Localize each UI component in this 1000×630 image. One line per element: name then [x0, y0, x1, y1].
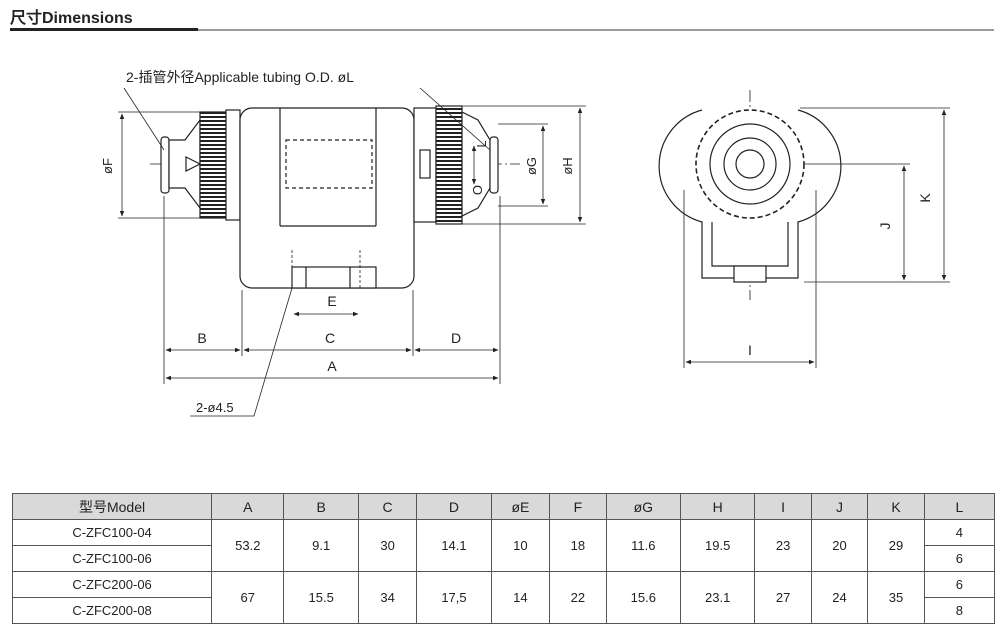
value-G: 11.6 [605, 519, 681, 572]
dim-E-label: E [327, 293, 336, 309]
header-A: A [211, 493, 285, 520]
value-B: 15.5 [283, 571, 359, 624]
value-I: 27 [754, 571, 812, 624]
header-C: C [357, 493, 418, 520]
value-K: 35 [867, 571, 925, 624]
value-L: 4 [923, 519, 996, 546]
value-A: 53.2 [211, 519, 285, 572]
header-D: D [416, 493, 492, 520]
header-G: øG [605, 493, 681, 520]
title-rule-extension [198, 29, 994, 31]
base-slot [291, 266, 377, 289]
header-model: 型号Model [11, 493, 213, 520]
dim-F-label: øF [100, 158, 115, 174]
side-view [658, 90, 950, 368]
value-E: 14 [490, 571, 551, 624]
value-J: 24 [810, 571, 869, 624]
section-title: 尺寸Dimensions [10, 10, 133, 27]
left-nut-collar [225, 109, 241, 221]
value-L: 8 [923, 597, 996, 624]
value-B: 9.1 [283, 519, 359, 572]
side-base-block [733, 265, 767, 283]
header-E: øE [490, 493, 551, 520]
right-knurled-nut [435, 105, 463, 225]
value-C: 30 [357, 519, 418, 572]
table-row: C-ZFC100-04 53.2 9.1 30 14.1 10 18 11.6 … [11, 519, 996, 572]
value-J: 20 [810, 519, 869, 572]
front-view [118, 87, 586, 417]
value-C: 34 [357, 571, 418, 624]
value-F: 18 [549, 519, 607, 572]
left-arrow-mark [185, 156, 202, 172]
header-F: F [549, 493, 607, 520]
dim-I-label: I [748, 342, 752, 358]
value-D: 17,5 [416, 571, 492, 624]
dimension-drawing: 2-插管外径Applicable tubing O.D. øL 2-ø4.5 ø… [100, 69, 950, 417]
dim-C-label: C [325, 330, 335, 346]
right-collet [461, 111, 491, 217]
model-cell: C-ZFC200-08 [11, 597, 213, 624]
dim-H-label: øH [560, 157, 575, 174]
right-tube-stop [489, 136, 499, 194]
header-I: I [754, 493, 812, 520]
left-tube-stop [160, 136, 170, 194]
dim-G-label: øG [524, 157, 539, 175]
dim-B-label: B [197, 330, 206, 346]
main-body [239, 107, 415, 289]
header-H: H [679, 493, 756, 520]
side-inner-frame [711, 222, 789, 267]
model-cell: C-ZFC200-06 [11, 571, 213, 598]
table-header-row: 型号Model A B C D øE F øG H I J K L [11, 493, 996, 520]
value-F: 22 [549, 571, 607, 624]
table-row: C-ZFC200-06 67 15.5 34 17,5 14 22 15.6 2… [11, 571, 996, 624]
dim-D-label: D [451, 330, 461, 346]
model-cell: C-ZFC100-04 [11, 519, 213, 546]
hole-leader [190, 287, 293, 417]
value-E: 10 [490, 519, 551, 572]
tubing-leader-left [123, 87, 165, 151]
dim-K-label: K [917, 193, 933, 203]
tubing-leader-right [419, 87, 491, 151]
tubing-label: 2-插管外径Applicable tubing O.D. øL [126, 69, 354, 85]
value-L: 6 [923, 571, 996, 598]
value-H: 19.5 [679, 519, 756, 572]
value-I: 23 [754, 519, 812, 572]
dim-A-label: A [327, 358, 337, 374]
model-cell: C-ZFC100-06 [11, 545, 213, 572]
header-J: J [810, 493, 869, 520]
value-A: 67 [211, 571, 285, 624]
internal-hidden-outline [285, 139, 373, 189]
value-H: 23.1 [679, 571, 756, 624]
side-tube-bore [735, 149, 765, 179]
left-knurled-nut [199, 111, 227, 219]
header-B: B [283, 493, 359, 520]
dim-L-label: L [474, 140, 489, 147]
header-L: L [923, 493, 996, 520]
value-K: 29 [867, 519, 925, 572]
value-L: 6 [923, 545, 996, 572]
header-K: K [867, 493, 925, 520]
dimension-table: 型号Model A B C D øE F øG H I J K L C-ZFC1… [11, 493, 996, 624]
title-rule [10, 28, 198, 31]
hole-label: 2-ø4.5 [196, 400, 234, 415]
dim-O-label: O [470, 185, 485, 195]
value-D: 14.1 [416, 519, 492, 572]
dim-J-label: J [877, 223, 893, 230]
value-G: 15.6 [605, 571, 681, 624]
table-row: C-ZFC200-08 8 [11, 597, 996, 624]
right-release-tab [419, 149, 431, 179]
